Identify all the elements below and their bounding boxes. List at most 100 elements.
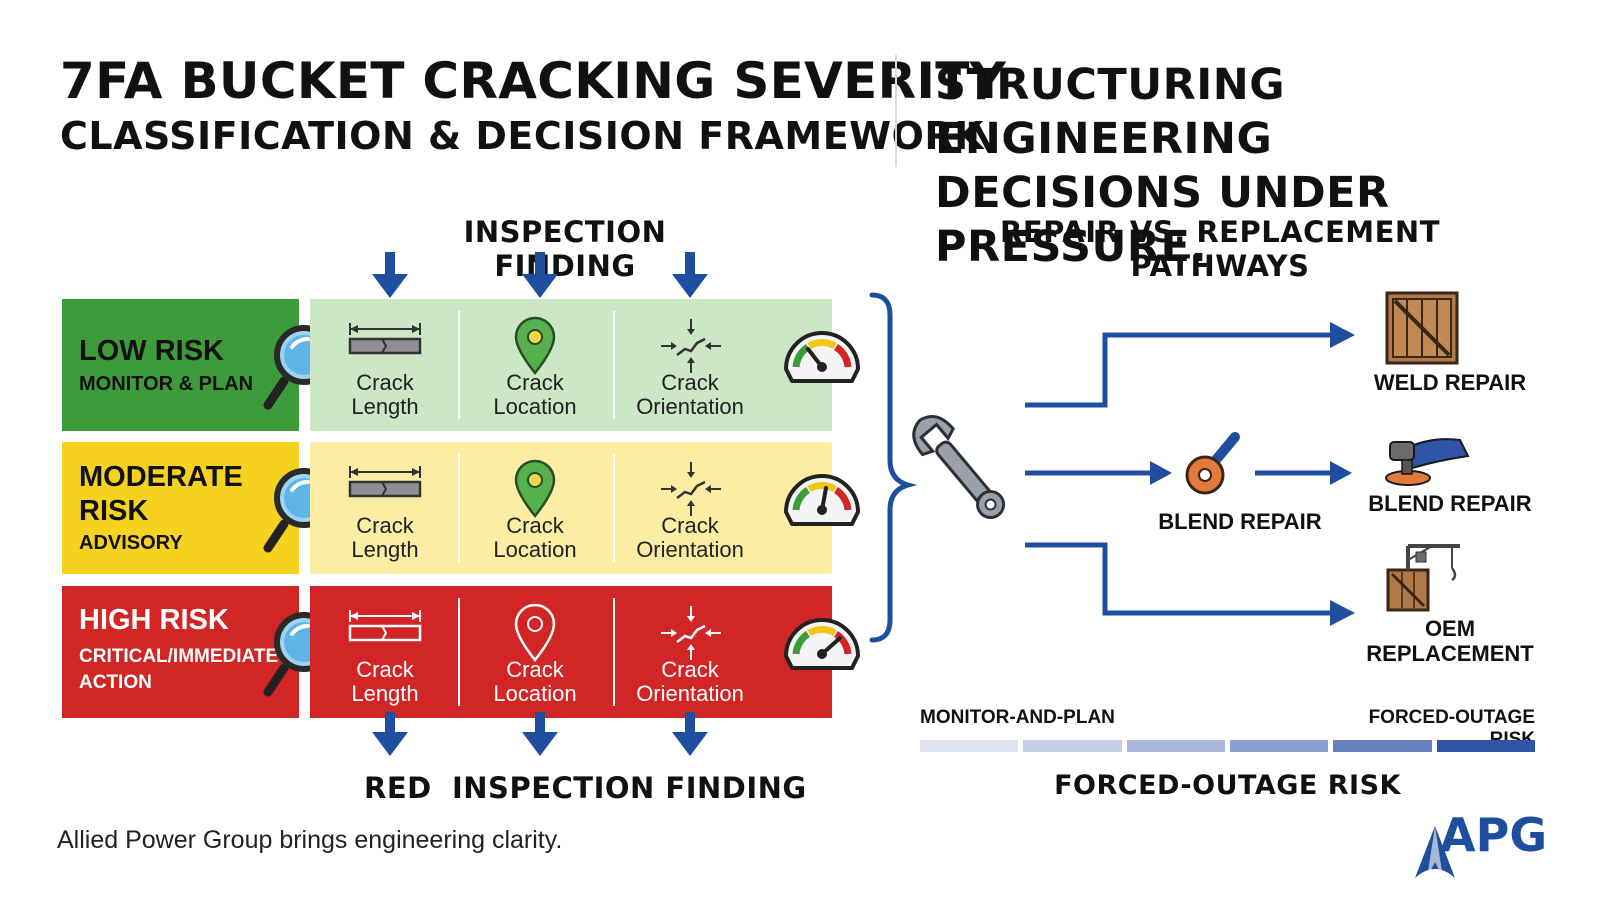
scale-title: FORCED-OUTAGE RISK: [1054, 770, 1401, 801]
finding-cell-line1: Crack: [356, 657, 414, 682]
finding-cell-line1: Crack: [506, 657, 564, 682]
angle-grinder-icon: [1385, 438, 1470, 486]
cell-separator: [613, 311, 615, 419]
down-arrow-icon: [522, 712, 558, 756]
scale-left-label: MONITOR-AND-PLAN: [920, 707, 1115, 728]
finding-cell-line2: Length: [351, 394, 419, 419]
cell-separator: [458, 311, 460, 419]
oem-replacement-label: OEM REPLACEMENT: [1360, 616, 1540, 666]
cell-separator: [458, 598, 460, 706]
cell-separator: [613, 454, 615, 562]
finding-cell-line2: Orientation: [636, 394, 744, 419]
scale-segment: [1230, 740, 1329, 752]
down-arrow-icon: [372, 252, 408, 298]
finding-cell-line2: Orientation: [636, 681, 744, 706]
risk-action: CRITICAL/IMMEDIATE ACTION: [79, 646, 279, 693]
grinding-disc-icon: [1185, 432, 1240, 495]
crack-length-icon: [348, 610, 422, 642]
finding-cell-line2: Location: [493, 394, 577, 419]
scale-segment: [1436, 740, 1535, 752]
header-divider: [895, 55, 897, 167]
inspection-finding-bottom-label: INSPECTION FINDING: [452, 771, 807, 805]
inspection-finding-top-label: INSPECTION FINDING: [463, 215, 667, 283]
footer-text: Allied Power Group brings engineering cl…: [57, 826, 563, 854]
risk-scale-bar: [920, 740, 1535, 752]
risk-gauge-icon: [784, 331, 860, 383]
crack-orientation-icon: [661, 462, 721, 516]
risk-gauge-icon: [784, 474, 860, 526]
risk-label-block: HIGH RISK CRITICAL/IMMEDIATE ACTION: [62, 586, 299, 718]
finding-cell-line2: Length: [351, 681, 419, 706]
crane-crate-icon: [1386, 544, 1460, 612]
risk-level: MODERATE RISK: [79, 461, 243, 527]
scale-segment: [1023, 740, 1122, 752]
finding-cell-line2: Location: [493, 681, 577, 706]
finding-cell-line1: Crack: [506, 370, 564, 395]
scale-segment: [920, 740, 1019, 752]
down-arrow-icon: [672, 712, 708, 756]
down-arrow-icon: [672, 252, 708, 298]
cell-separator: [613, 598, 615, 706]
risk-gauge-icon: [784, 618, 860, 670]
risk-level: HIGH RISK: [79, 604, 229, 636]
blend-repair-label: BLEND REPAIR: [1368, 491, 1532, 516]
scale-segment: [1333, 740, 1432, 752]
finding-cell-line2: Location: [493, 537, 577, 562]
wrench-icon: [912, 415, 1006, 520]
down-arrow-icon: [522, 252, 558, 298]
location-pin-icon: [514, 316, 556, 376]
bottom-red-label: RED: [364, 771, 432, 805]
pathways-title: REPAIR VS. REPLACEMENT PATHWAYS: [1000, 215, 1440, 283]
location-pin-icon: [514, 459, 556, 519]
bottom-arrows: [372, 712, 708, 756]
page-subtitle: CLASSIFICATION & DECISION FRAMEWORK: [60, 114, 985, 158]
finding-cell-line1: Crack: [356, 513, 414, 538]
bracket: [869, 292, 918, 643]
finding-cell-line1: Crack: [661, 513, 719, 538]
pathways-diagram: [869, 291, 1470, 643]
risk-action: MONITOR & PLAN: [79, 373, 254, 395]
risk-label-block: LOW RISK MONITOR & PLAN: [62, 299, 299, 431]
oem-line2: REPLACEMENT: [1366, 641, 1534, 666]
crate-icon: [1385, 291, 1459, 365]
finding-cell-line2: Orientation: [636, 537, 744, 562]
apg-logo-mark: [1415, 826, 1455, 878]
tagline: STRUCTURING ENGINEERING DECISIONS UNDER …: [935, 60, 1390, 272]
scale-segment: [1126, 740, 1225, 752]
finding-cell-line2: Length: [351, 537, 419, 562]
oem-line1: OEM: [1424, 616, 1476, 641]
risk-level: LOW RISK: [79, 335, 224, 367]
crack-orientation-icon: [661, 606, 721, 660]
risk-action: ADVISORY: [79, 532, 183, 554]
finding-cell-line1: Crack: [356, 370, 414, 395]
risk-label-block: MODERATE RISK ADVISORY: [62, 442, 299, 574]
finding-cell-line1: Crack: [661, 370, 719, 395]
cell-separator: [458, 454, 460, 562]
blend-repair-mid-label: BLEND REPAIR: [1158, 509, 1322, 534]
location-pin-icon: [514, 603, 556, 663]
